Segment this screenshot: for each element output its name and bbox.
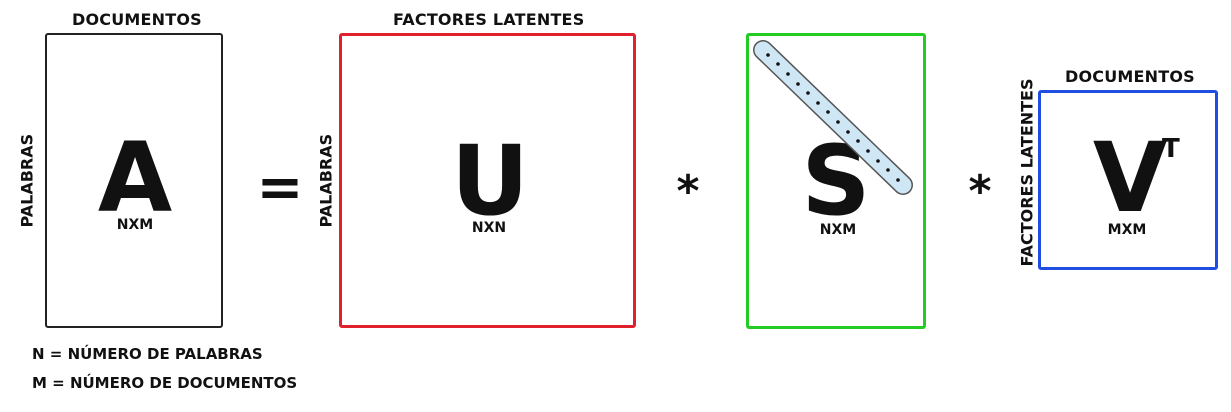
matrix-a-dims: NXM [116,217,154,233]
matrix-s-diagonal [753,40,913,195]
matrix-a-letter: A [97,122,173,234]
matrix-s-box [746,33,926,329]
legend-n-definition: N = NÚMERO DE PALABRAS [32,345,263,363]
matrix-u-dims: NXN [471,220,507,236]
matrix-s-dims: NXM [819,222,857,238]
multiply-sign-1: * [676,166,700,217]
matrix-a-top-label: DOCUMENTOS [72,10,202,29]
matrix-v-superscript: T [1162,134,1180,164]
legend-m-definition: M = NÚMERO DE DOCUMENTOS [32,374,298,392]
matrix-v-box [1038,90,1218,270]
matrix-a-box [45,33,223,328]
multiply-sign-2: * [968,166,992,217]
matrix-u-top-label: FACTORES LATENTES [393,10,585,29]
matrix-v-dims: MXM [1107,222,1147,238]
equals-sign: = [256,155,304,220]
matrix-v-letter: V [1092,122,1168,234]
matrix-u-box [339,33,636,328]
matrix-a-side-label: PALABRAS [17,133,37,228]
matrix-v-side-label: FACTORES LATENTES [1017,78,1037,267]
matrix-u-letter: U [451,125,529,237]
matrix-u-side-label: PALABRAS [316,133,336,228]
matrix-v-top-label: DOCUMENTOS [1065,67,1195,86]
